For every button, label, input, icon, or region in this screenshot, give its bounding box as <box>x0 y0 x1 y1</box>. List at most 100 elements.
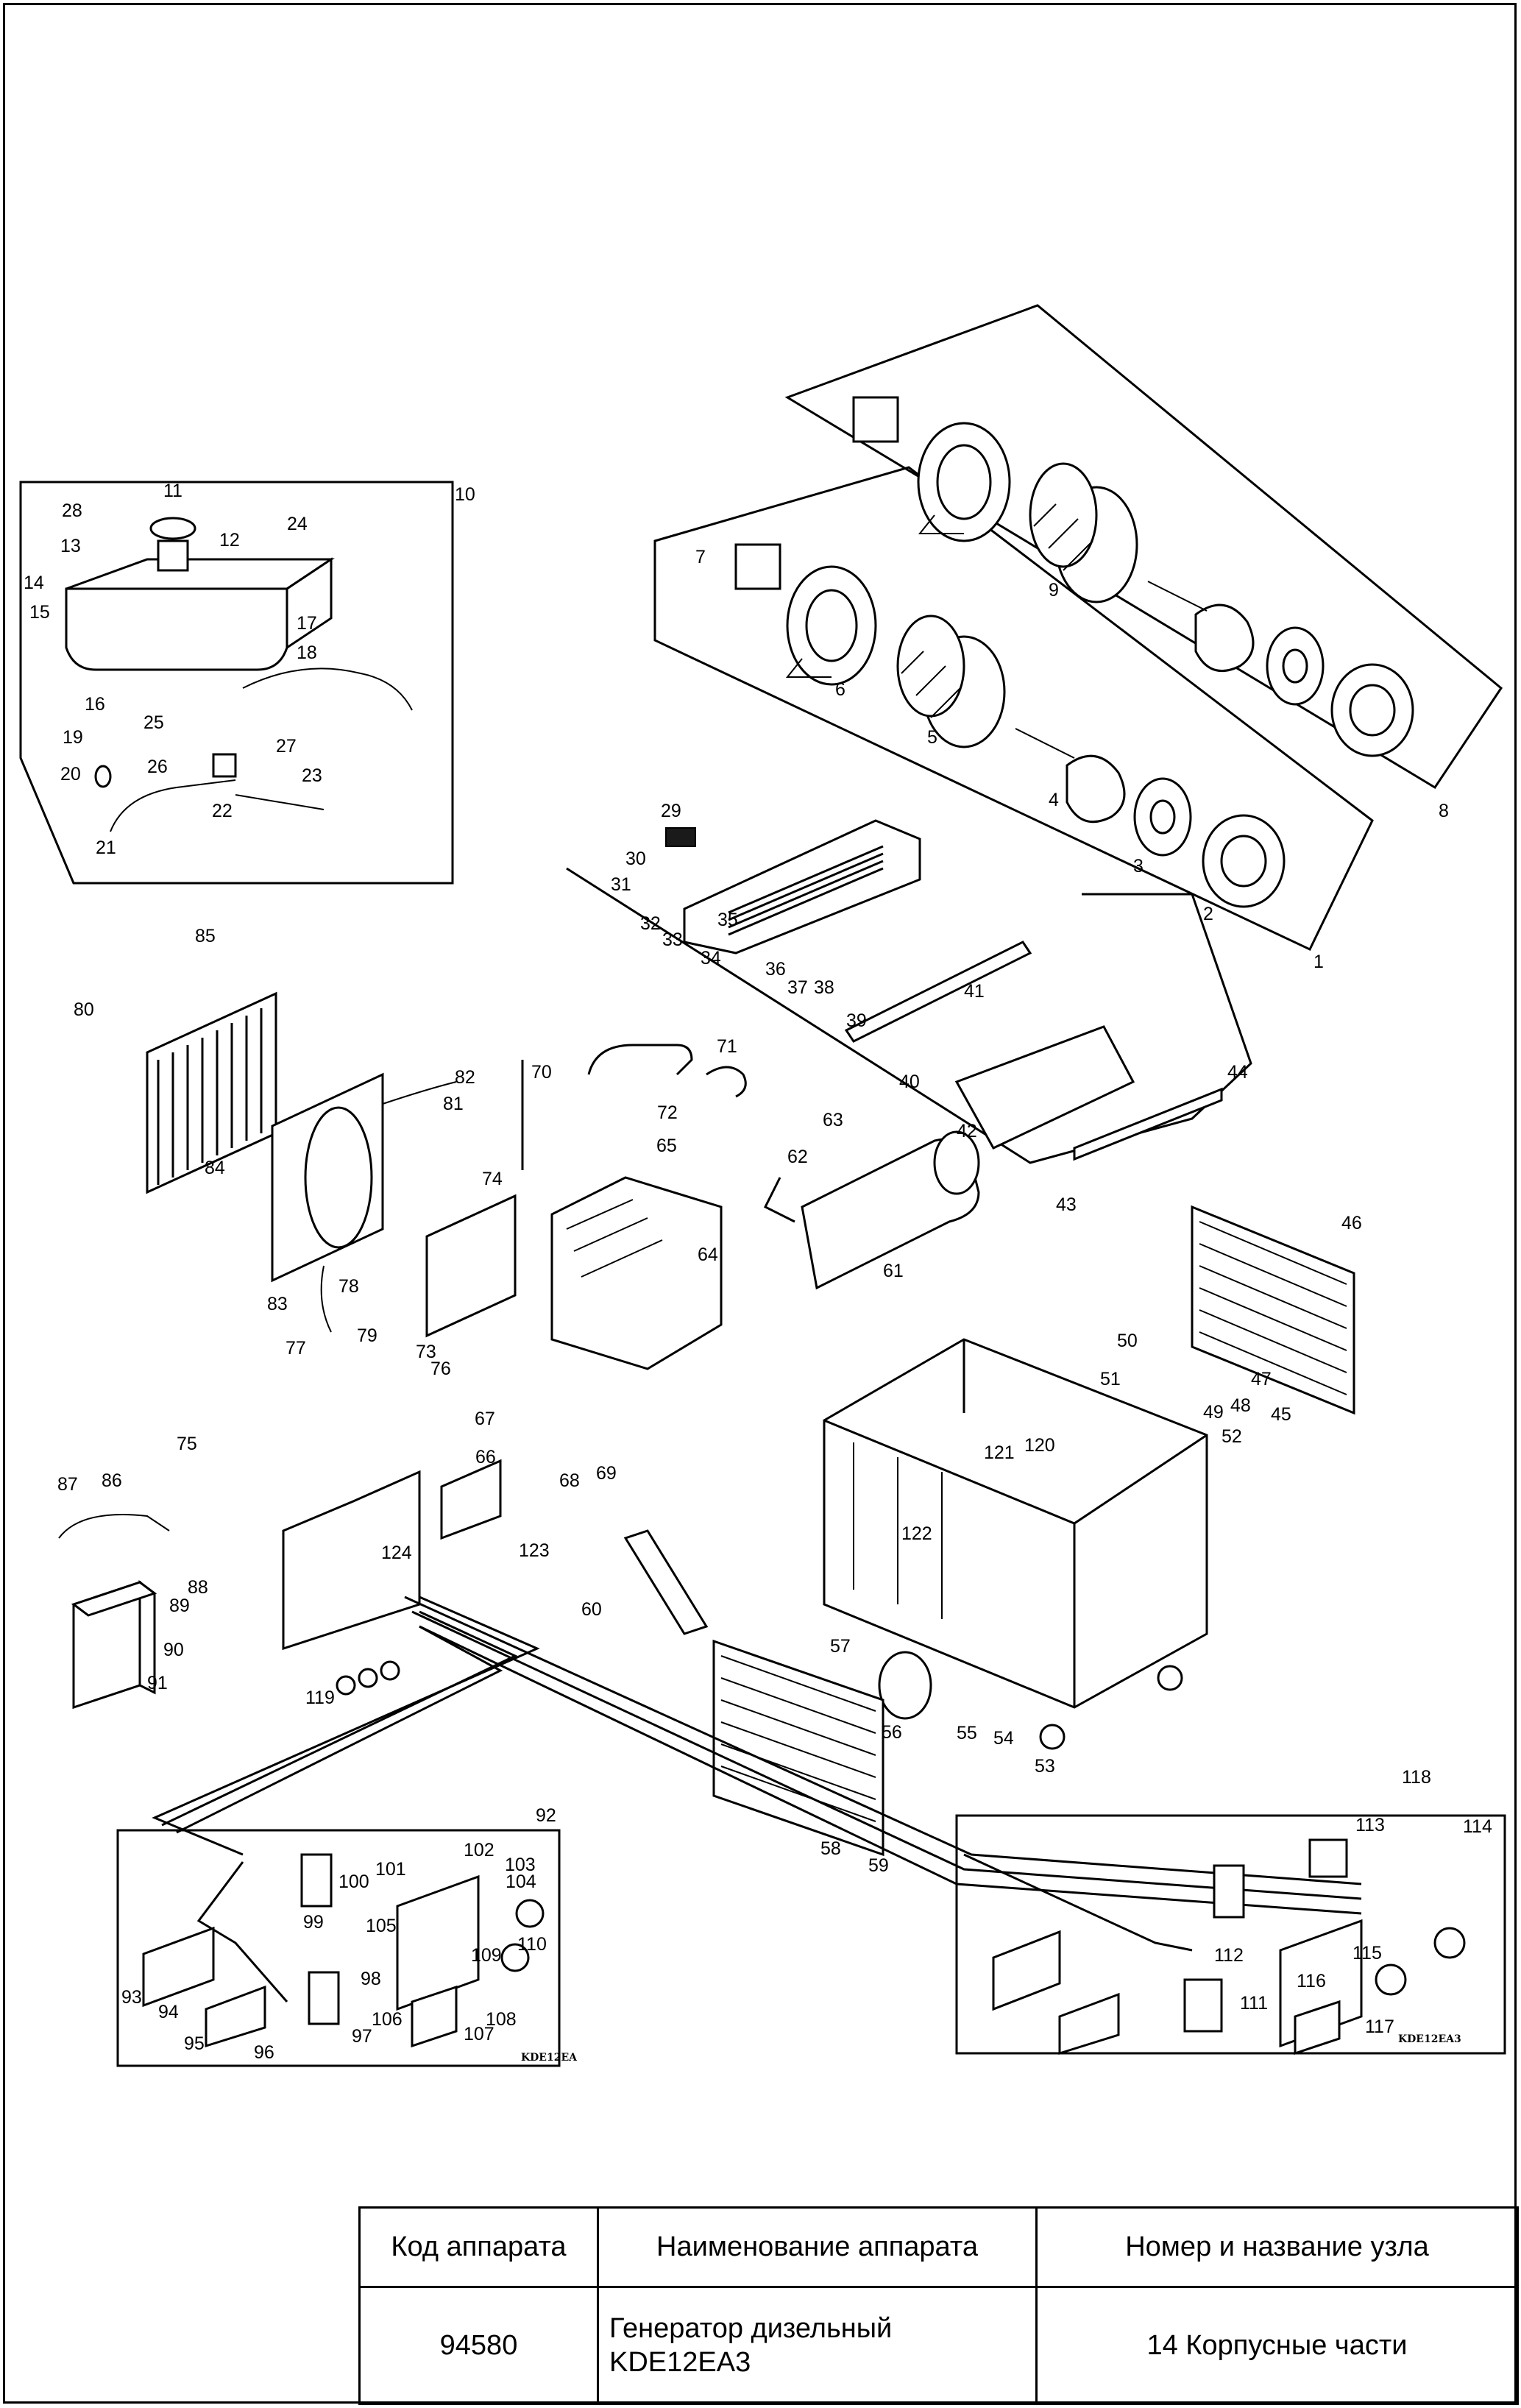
variant-tag-right: KDE12EA3 <box>1398 2033 1461 2045</box>
callout-66: 66 <box>475 1447 496 1467</box>
callout-91: 91 <box>147 1673 168 1693</box>
callout-76: 76 <box>430 1359 451 1379</box>
callout-5: 5 <box>927 727 937 748</box>
callout-100: 100 <box>338 1871 369 1892</box>
side-grilles <box>712 1205 1355 1857</box>
callout-62: 62 <box>787 1147 808 1167</box>
callout-47: 47 <box>1251 1369 1272 1389</box>
callout-10: 10 <box>455 484 475 505</box>
callout-40: 40 <box>899 1072 920 1092</box>
callout-93: 93 <box>121 1987 142 2008</box>
callout-117: 117 <box>1365 2016 1394 2037</box>
callout-37: 37 <box>787 977 808 998</box>
callout-108: 108 <box>486 2009 517 2030</box>
info-table-header-row: Код аппарата Наименование аппарата Номер… <box>358 2206 1519 2288</box>
callout-9: 9 <box>1049 580 1059 601</box>
callout-83: 83 <box>267 1294 288 1314</box>
callout-23: 23 <box>302 765 322 786</box>
callout-112: 112 <box>1214 1945 1244 1966</box>
variant-tag-left: KDE12EA <box>521 2052 578 2064</box>
callout-2: 2 <box>1203 904 1213 924</box>
callout-63: 63 <box>823 1110 843 1130</box>
callout-layer: 1234567891011121314151617181920212223242… <box>24 481 1492 2063</box>
callout-31: 31 <box>611 874 631 895</box>
callout-20: 20 <box>60 764 81 785</box>
callout-33: 33 <box>662 929 683 950</box>
callout-104: 104 <box>506 1871 536 1892</box>
alternator-parts <box>734 396 1414 908</box>
variant-panels: KDE12EA KDE12EA3 <box>116 1814 1506 2067</box>
callout-13: 13 <box>60 536 81 556</box>
callout-28: 28 <box>62 500 82 521</box>
callout-122: 122 <box>901 1523 932 1544</box>
callout-123: 123 <box>519 1540 550 1561</box>
callout-12: 12 <box>219 530 240 550</box>
callout-29: 29 <box>661 801 681 821</box>
callout-106: 106 <box>372 2009 403 2030</box>
callout-45: 45 <box>1271 1404 1291 1425</box>
callout-103: 103 <box>505 1855 536 1875</box>
callout-7: 7 <box>695 547 706 567</box>
callout-115: 115 <box>1352 1943 1382 1963</box>
callout-77: 77 <box>286 1338 306 1359</box>
callout-30: 30 <box>625 849 646 869</box>
callout-3: 3 <box>1133 856 1144 877</box>
callout-17: 17 <box>297 613 317 634</box>
callout-51: 51 <box>1100 1369 1121 1389</box>
callout-61: 61 <box>883 1261 904 1281</box>
callout-6: 6 <box>835 679 845 700</box>
callout-56: 56 <box>882 1722 902 1743</box>
callout-49: 49 <box>1203 1402 1224 1423</box>
callout-36: 36 <box>765 959 786 980</box>
callout-105: 105 <box>366 1916 397 1936</box>
callout-88: 88 <box>188 1577 208 1598</box>
callout-50: 50 <box>1117 1331 1138 1351</box>
control-box <box>282 1459 502 1696</box>
callout-109: 109 <box>471 1945 502 1966</box>
callout-8: 8 <box>1439 801 1449 821</box>
battery <box>58 1514 170 1710</box>
callout-1: 1 <box>1313 952 1324 972</box>
callout-85: 85 <box>195 926 216 946</box>
callout-70: 70 <box>531 1062 552 1083</box>
callout-111: 111 <box>1240 1993 1268 2014</box>
callout-55: 55 <box>957 1723 977 1743</box>
callout-99: 99 <box>303 1912 324 1933</box>
callout-79: 79 <box>357 1325 377 1346</box>
callout-41: 41 <box>964 981 985 1002</box>
callout-48: 48 <box>1230 1395 1251 1416</box>
callout-26: 26 <box>147 757 168 777</box>
callout-101: 101 <box>375 1859 406 1880</box>
callout-119: 119 <box>305 1688 335 1708</box>
callout-95: 95 <box>184 2033 205 2054</box>
callout-92: 92 <box>536 1805 556 1826</box>
callout-53: 53 <box>1035 1756 1055 1777</box>
callout-94: 94 <box>158 2002 179 2022</box>
callout-4: 4 <box>1049 790 1059 810</box>
callout-52: 52 <box>1222 1426 1242 1447</box>
device-name: Генератор дизельный KDE12EA3 <box>597 2286 1038 2405</box>
callout-39: 39 <box>846 1010 867 1031</box>
callout-74: 74 <box>482 1169 503 1189</box>
fuel-tank-group <box>19 481 454 885</box>
callout-54: 54 <box>993 1728 1014 1749</box>
callout-16: 16 <box>85 694 105 715</box>
callout-18: 18 <box>297 642 317 663</box>
callout-67: 67 <box>475 1409 495 1429</box>
callout-15: 15 <box>29 602 50 623</box>
callout-84: 84 <box>205 1158 225 1178</box>
callout-21: 21 <box>96 838 116 858</box>
callout-78: 78 <box>338 1276 359 1297</box>
callout-110: 110 <box>517 1934 547 1955</box>
info-table: Код аппарата Наименование аппарата Номер… <box>358 2206 1519 2405</box>
main-frame <box>823 1338 1208 1750</box>
callout-35: 35 <box>717 910 738 930</box>
callout-24: 24 <box>287 514 308 534</box>
callout-34: 34 <box>701 948 721 968</box>
callout-97: 97 <box>352 2026 372 2047</box>
callout-32: 32 <box>640 913 661 934</box>
radiator-assembly <box>146 991 517 1338</box>
callout-38: 38 <box>814 977 834 998</box>
callout-58: 58 <box>820 1838 841 1859</box>
